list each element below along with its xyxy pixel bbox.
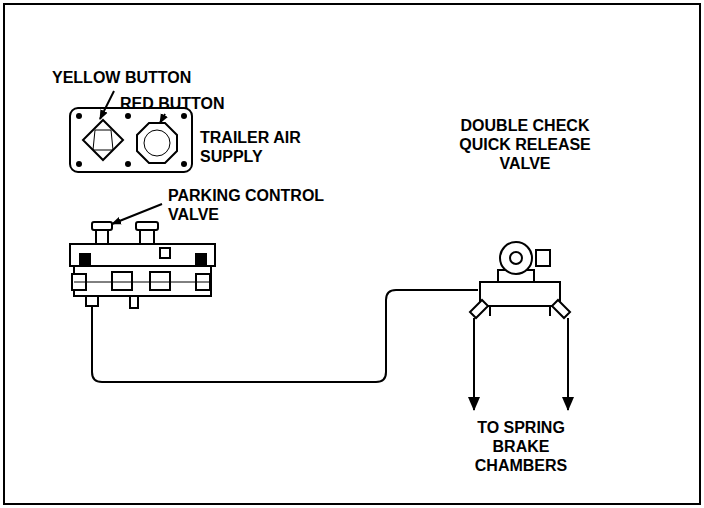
valve-label: DOUBLE CHECK QUICK RELEASE VALVE: [450, 116, 600, 173]
air-supply-panel: [70, 108, 192, 172]
frame: [4, 4, 700, 504]
parking-control-valve: [70, 222, 215, 308]
button-label: RED BUTTON: [120, 94, 225, 113]
air-line: [92, 290, 478, 382]
outlet-arrows: [474, 318, 568, 410]
outlet-label: TO SPRING BRAKE CHAMBERS: [466, 418, 576, 475]
valve-label: PARKING CONTROL VALVE: [168, 186, 343, 224]
button-label: YELLOW BUTTON: [52, 68, 191, 87]
double-check-valve: [470, 242, 570, 318]
panel-label: TRAILER AIR SUPPLY: [200, 128, 315, 166]
